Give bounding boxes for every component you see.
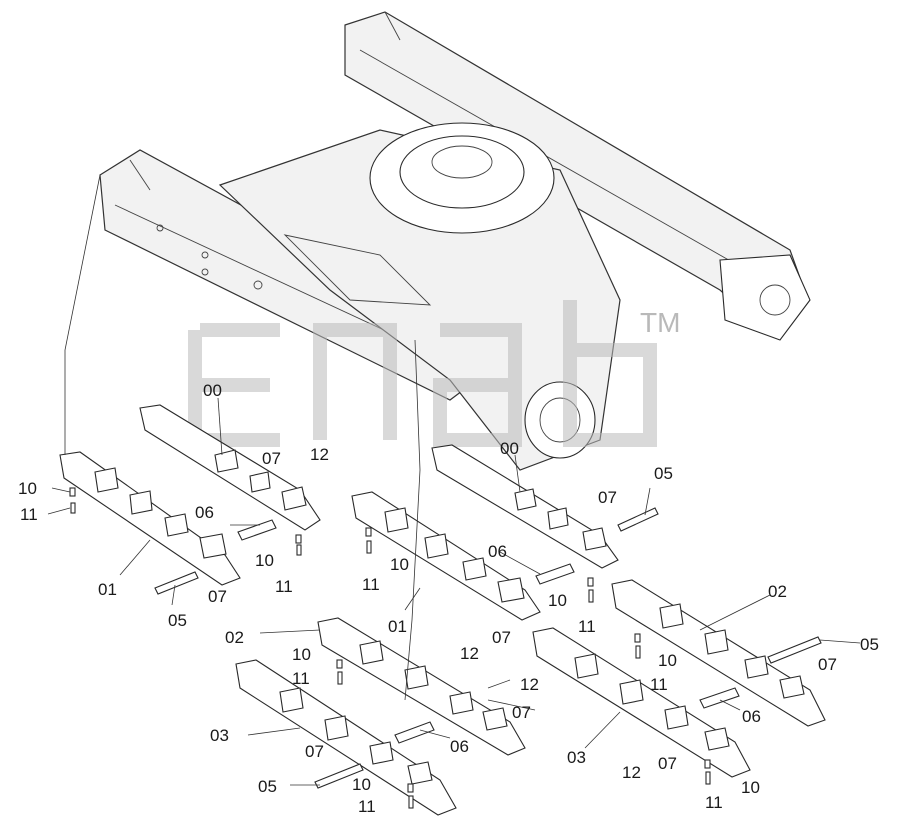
- trademark-mark: TM: [640, 307, 680, 338]
- callout-10: 10: [548, 591, 567, 610]
- callout-12: 12: [520, 675, 539, 694]
- callout-07: 07: [512, 703, 531, 722]
- nut-10-h: [704, 759, 711, 769]
- callout-10: 10: [255, 551, 274, 570]
- callout-02: 02: [768, 582, 787, 601]
- nut-10-d: [587, 577, 594, 587]
- callout-10: 10: [741, 778, 760, 797]
- bolt-11-c: [366, 540, 372, 554]
- callout-07: 07: [305, 742, 324, 761]
- bolt-11-f: [635, 645, 641, 659]
- callout-12: 12: [622, 763, 641, 782]
- callout-01: 01: [388, 617, 407, 636]
- callout-01: 01: [98, 580, 117, 599]
- bolt-05-d: [314, 763, 364, 789]
- callout-11: 11: [362, 575, 380, 594]
- callout-03: 03: [567, 748, 586, 767]
- callout-11: 11: [20, 505, 38, 524]
- callout-11: 11: [650, 675, 668, 694]
- callout-02: 02: [225, 628, 244, 647]
- callout-05: 05: [860, 635, 879, 654]
- callout-10: 10: [352, 775, 371, 794]
- bolt-11-g: [408, 795, 414, 809]
- nut-10-a: [69, 487, 76, 497]
- callout-10: 10: [390, 555, 409, 574]
- guard-parts: [59, 404, 826, 816]
- callout-10: 10: [658, 651, 677, 670]
- callout-05: 05: [258, 777, 277, 796]
- pin-06-c: [699, 687, 740, 709]
- callout-06: 06: [450, 737, 469, 756]
- callout-00: 00: [500, 439, 519, 458]
- callout-11: 11: [578, 617, 596, 636]
- callout-11: 11: [292, 669, 310, 688]
- callout-06: 06: [742, 707, 761, 726]
- callout-10: 10: [18, 479, 37, 498]
- callout-06: 06: [488, 542, 507, 561]
- callout-07: 07: [818, 655, 837, 674]
- pins-and-bolts: [69, 487, 822, 809]
- watermark-logo: TM: [188, 300, 680, 447]
- bolt-05-a: [154, 571, 199, 595]
- callout-07: 07: [262, 449, 281, 468]
- callout-07: 07: [598, 488, 617, 507]
- callout-11: 11: [705, 793, 723, 812]
- bolt-11-b: [296, 544, 302, 556]
- callout-07: 07: [208, 587, 227, 606]
- callout-03: 03: [210, 726, 229, 745]
- callout-06: 06: [195, 503, 214, 522]
- track-frame-assembly: [99, 11, 811, 471]
- nut-10-c: [365, 527, 372, 537]
- callout-11: 11: [275, 577, 293, 596]
- callout-05: 05: [654, 464, 673, 483]
- callout-05: 05: [168, 611, 187, 630]
- pin-06-b: [535, 563, 575, 585]
- bolt-05-c: [767, 636, 822, 664]
- callout-00: 00: [203, 381, 222, 400]
- bolt-05-b: [617, 507, 659, 532]
- bolt-11-a: [70, 502, 76, 514]
- nut-10-e: [336, 659, 343, 669]
- callout-07: 07: [492, 628, 511, 647]
- nut-10-g: [407, 783, 414, 793]
- bolt-11-e: [337, 671, 343, 685]
- nut-10-f: [634, 633, 641, 643]
- callout-11: 11: [358, 797, 376, 816]
- callout-labels: 00 00 01 01 02 02 03 03 05 05 05 05 06 0…: [18, 381, 879, 816]
- callout-10: 10: [292, 645, 311, 664]
- nut-10-b: [295, 534, 302, 544]
- callout-12: 12: [310, 445, 329, 464]
- callout-12: 12: [460, 644, 479, 663]
- bolt-11-d: [588, 589, 594, 603]
- pin-06-d: [394, 721, 435, 744]
- pin-06-a: [237, 519, 277, 541]
- callout-07: 07: [658, 754, 677, 773]
- bolt-11-h: [705, 771, 711, 785]
- leader-lines: [47, 174, 861, 786]
